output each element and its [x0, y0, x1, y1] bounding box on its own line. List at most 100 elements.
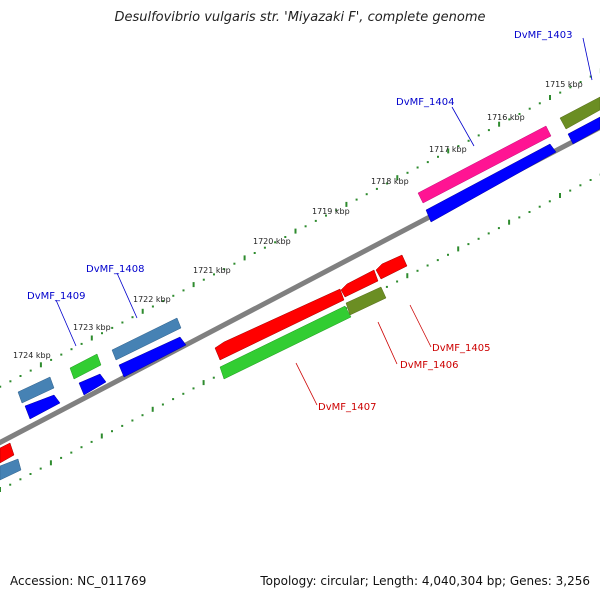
- outer-ring-tick: [579, 81, 582, 83]
- outer-ring-tick: [406, 171, 409, 174]
- inner-ring-tick: [436, 259, 439, 262]
- gene-callouts: DvMF_1403 DvMF_1404 DvMF_1408 DvMF_1409 …: [27, 30, 593, 413]
- tick-label-1722: 1722 kbp: [133, 295, 171, 304]
- outer-ring-tick: [121, 321, 124, 324]
- outer-ring-tick: [29, 369, 32, 372]
- forward-cds: [24, 116, 600, 420]
- gene-reverse-edge[interactable]: [0, 442, 15, 464]
- outer-ring-tick: [294, 228, 297, 234]
- inner-ring-tick: [477, 237, 480, 240]
- callout-line-dvmf-1409: [55, 299, 77, 347]
- cds-dvmf-1404[interactable]: [425, 143, 557, 223]
- outer-ring-tick: [498, 121, 501, 127]
- outer-ring-tick: [263, 246, 266, 249]
- outer-ring-tick: [202, 278, 205, 281]
- outer-ring-tick: [80, 342, 83, 345]
- reverse-genes: [0, 254, 408, 464]
- outer-ring-tick: [487, 129, 490, 132]
- cds-forward-unlabeled[interactable]: [24, 394, 61, 420]
- label-dvmf-1407: DvMF_1407: [318, 402, 376, 413]
- inner-ring-tick: [131, 419, 134, 422]
- cds-dvmf-1409[interactable]: [78, 373, 107, 396]
- label-dvmf-1404: DvMF_1404: [396, 97, 454, 108]
- gene-dvmf-1408[interactable]: [111, 317, 182, 361]
- callout-line-dvmf-1408: [116, 272, 138, 319]
- inner-ring-tick: [172, 398, 175, 401]
- inner-ring-tick: [100, 433, 103, 439]
- outer-ring-tick: [569, 86, 572, 89]
- outer-ring-tick: [9, 380, 12, 383]
- tick-label-1715: 1715 kbp: [545, 80, 583, 89]
- gene-dvmf-1404[interactable]: [417, 125, 552, 204]
- inner-ring-tick: [497, 227, 500, 230]
- outer-ring-tick: [426, 161, 429, 164]
- outer-ring-tick: [213, 273, 215, 276]
- outer-ring-tick: [375, 187, 378, 190]
- outer-ring-tick: [253, 252, 256, 254]
- tick-label-1723: 1723 kbp: [73, 323, 111, 332]
- scale-labels: 1715 kbp 1716 kbp 1717 kbp 1718 kbp 1719…: [13, 80, 583, 360]
- callout-line-dvmf-1403: [582, 37, 593, 81]
- callout-line-dvmf-1404: [451, 106, 475, 147]
- outer-ring-tick: [90, 335, 93, 341]
- gene-dvmf-1409[interactable]: [69, 353, 102, 380]
- tick-label-1718: 1718 kbp: [371, 177, 409, 186]
- inner-ring-tick: [589, 179, 592, 181]
- inner-ring-tick: [212, 376, 215, 379]
- label-dvmf-1406: DvMF_1406: [400, 360, 458, 371]
- gene-forward-unlabeled[interactable]: [17, 376, 55, 404]
- inner-ring-tick: [192, 387, 195, 390]
- gene-dvmf-1407[interactable]: [219, 305, 352, 380]
- gene-dvmf-1403[interactable]: [559, 96, 600, 130]
- outer-ring-tick: [355, 198, 358, 201]
- cds-dvmf-1408[interactable]: [118, 336, 187, 378]
- cds-dvmf-1403[interactable]: [567, 116, 600, 145]
- outer-ring-tick: [396, 175, 399, 181]
- outer-ring-tick: [518, 113, 521, 115]
- inner-ring-tick: [518, 216, 521, 219]
- tick-label-1721: 1721 kbp: [193, 266, 231, 275]
- inner-ring-tick: [60, 456, 63, 459]
- inner-ring-tick: [467, 243, 470, 246]
- label-dvmf-1403: DvMF_1403: [514, 30, 572, 41]
- inner-ring-tick: [385, 285, 388, 288]
- outer-ring-tick: [39, 362, 42, 368]
- outer-ring-tick: [559, 91, 562, 94]
- gene-forward-edge[interactable]: [0, 458, 22, 481]
- gene-red-small-a[interactable]: [340, 269, 379, 298]
- tick-label-1716: 1716 kbp: [487, 113, 525, 122]
- inner-ring-tick: [426, 264, 429, 267]
- outer-ring-tick: [508, 118, 511, 121]
- gene-dvmf-1406[interactable]: [345, 286, 387, 316]
- gene-red-long[interactable]: [214, 288, 345, 361]
- inner-ring-tick: [29, 473, 32, 475]
- outer-ring-tick: [182, 289, 185, 292]
- inner-ring-tick: [0, 487, 1, 492]
- inner-ring-tick: [161, 403, 164, 406]
- inner-ring-tick: [39, 467, 42, 470]
- label-dvmf-1409: DvMF_1409: [27, 291, 85, 302]
- outer-ring-tick: [416, 166, 419, 169]
- outer-ring-tick: [457, 145, 460, 148]
- inner-ring-tick: [579, 184, 582, 187]
- inner-ring-tick: [508, 219, 511, 225]
- outer-ring-tick: [60, 353, 63, 356]
- inner-ring-tick: [90, 440, 93, 443]
- forward-genes: [0, 96, 600, 481]
- outer-ring-tick: [335, 209, 338, 212]
- outer-ring-tick: [19, 375, 22, 377]
- inner-ring-tick: [19, 478, 22, 481]
- tick-ring-outer: [0, 68, 600, 388]
- gene-red-small-b[interactable]: [375, 254, 408, 280]
- tick-label-1719: 1719 kbp: [312, 207, 350, 216]
- tick-label-1717: 1717 kbp: [429, 145, 467, 154]
- inner-ring-tick: [528, 211, 531, 213]
- map-title: Desulfovibrio vulgaris str. 'Miyazaki F'…: [114, 10, 486, 25]
- inner-ring-tick: [182, 392, 185, 395]
- outer-ring-tick: [304, 225, 307, 228]
- outer-ring-tick: [192, 282, 195, 288]
- callout-line-dvmf-1406: [377, 321, 398, 365]
- label-dvmf-1405: DvMF_1405: [432, 343, 490, 354]
- outer-ring-tick: [528, 107, 531, 110]
